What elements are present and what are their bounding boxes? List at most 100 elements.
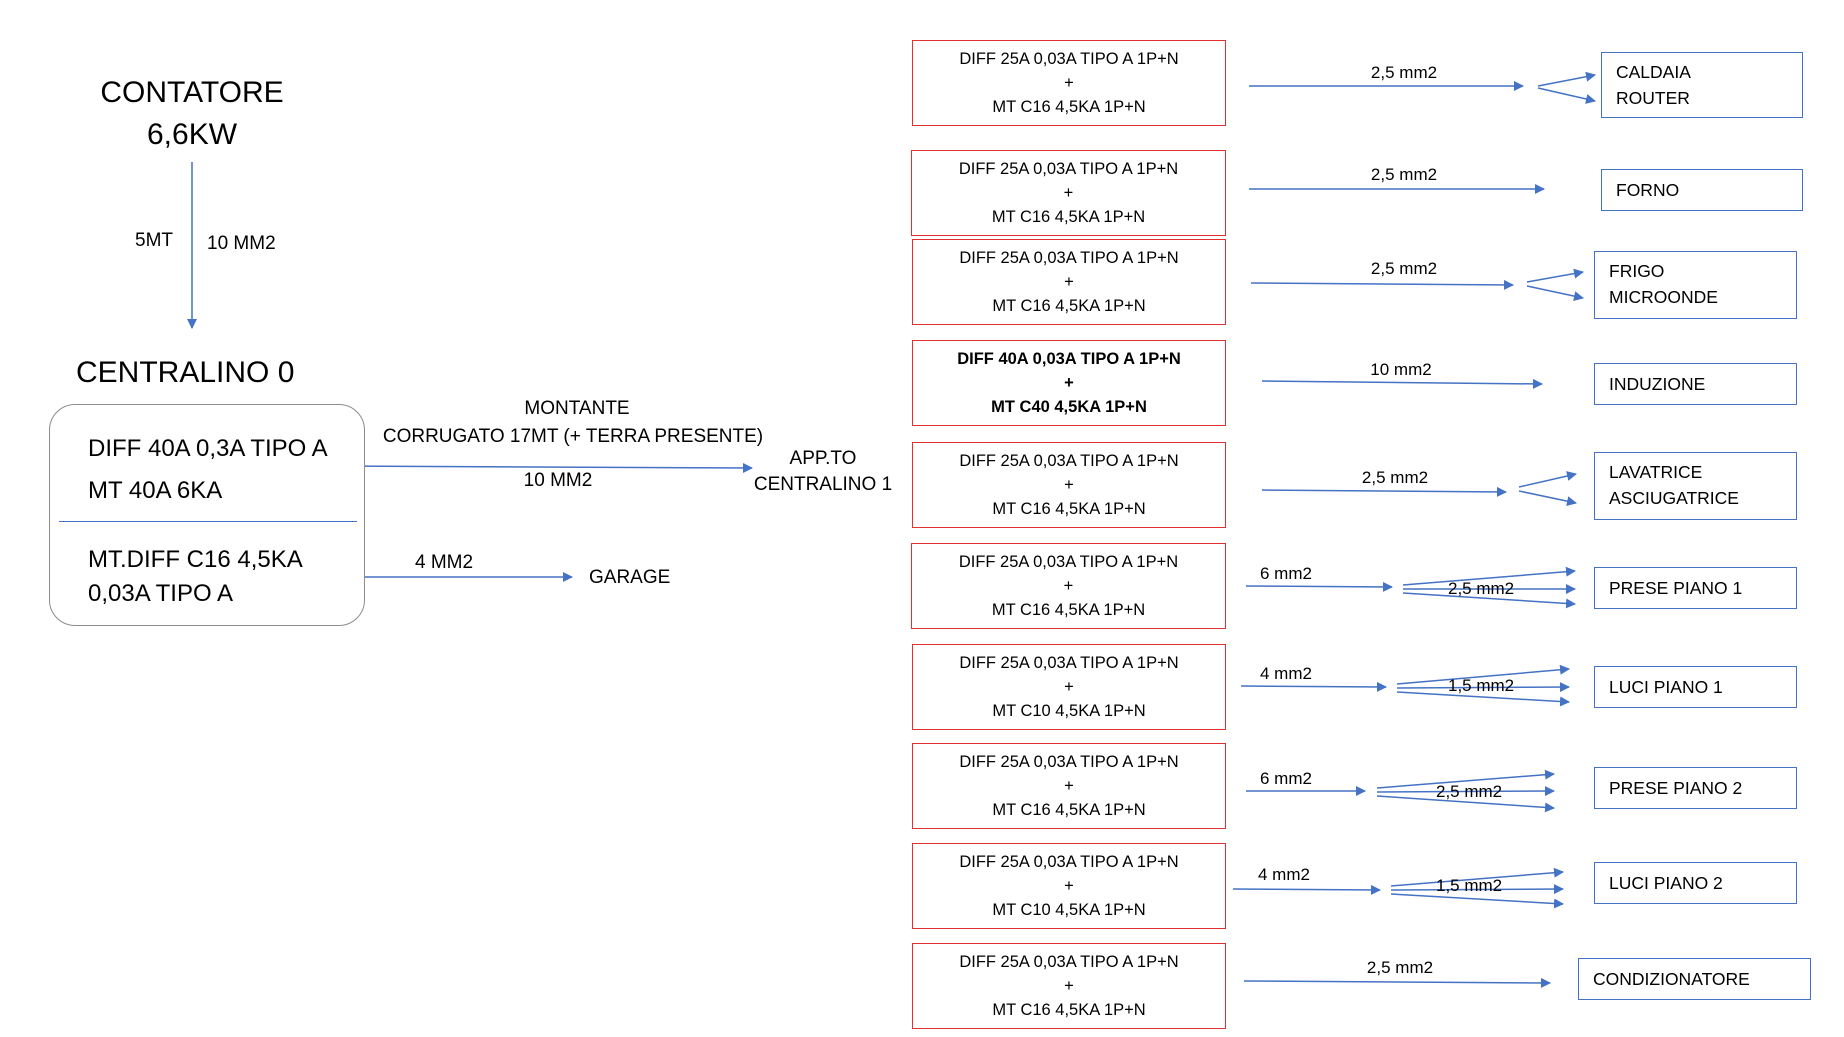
load-box-caldaia-router: CALDAIA ROUTER	[1601, 52, 1803, 118]
breaker-box-prese-piano-2: DIFF 25A 0,03A TIPO A 1P+N + MT C16 4,5K…	[912, 743, 1226, 829]
feeder-arrow	[1232, 884, 1381, 895]
feeder-arrow	[1245, 581, 1393, 592]
split-arrow	[1390, 893, 1564, 909]
panel0-box	[49, 404, 365, 626]
breaker-diff: DIFF 25A 0,03A TIPO A 1P+N	[958, 160, 1179, 178]
montante-arrow	[322, 462, 753, 473]
load-label: FRIGO	[1609, 261, 1665, 281]
feeder-arrow	[1250, 279, 1514, 290]
breaker-mt: MT C16 4,5KA 1P+N	[991, 208, 1146, 226]
load-label: LUCI PIANO 2	[1609, 873, 1723, 893]
breaker-mt: MT C16 4,5KA 1P+N	[991, 601, 1146, 619]
breaker-diff: DIFF 25A 0,03A TIPO A 1P+N	[959, 753, 1179, 771]
load-box-induzione: INDUZIONE	[1594, 363, 1797, 405]
load-label: PRESE PIANO 2	[1609, 778, 1743, 798]
breaker-diff: DIFF 25A 0,03A TIPO A 1P+N	[959, 853, 1179, 871]
breaker-box-luci-piano-1: DIFF 25A 0,03A TIPO A 1P+N + MT C10 4,5K…	[912, 644, 1226, 730]
cable-label: 2,5 mm2	[1370, 165, 1438, 184]
breaker-plus: +	[1064, 678, 1074, 696]
load-label: FORNO	[1616, 180, 1680, 200]
panel0-garage-breaker: MT.DIFF C16 4,5KA	[88, 546, 303, 573]
breaker-mt: MT C10 4,5KA 1P+N	[992, 702, 1146, 720]
breaker-mt: MT C40 4,5KA 1P+N	[991, 398, 1147, 416]
load-box-luci-piano-2: LUCI PIANO 2	[1594, 862, 1797, 904]
feeder-arrow	[1240, 681, 1387, 692]
split-arrow	[1518, 490, 1577, 507]
feed-section-label: 10 MM2	[207, 233, 276, 254]
feeder-arrow	[1261, 486, 1507, 497]
load-box-prese-piano-1: PRESE PIANO 1	[1594, 567, 1797, 609]
cable-label: 6 mm2	[1260, 564, 1312, 583]
load-box-forno: FORNO	[1601, 169, 1803, 211]
breaker-diff: DIFF 25A 0,03A TIPO A 1P+N	[959, 654, 1179, 672]
cable-label: 10 mm2	[1370, 360, 1432, 379]
panel0-title: CENTRALINO 0	[76, 356, 295, 389]
split-arrow	[1537, 87, 1596, 104]
cable-label: 2,5 mm2	[1370, 63, 1438, 82]
split-arrow	[1390, 867, 1564, 887]
sub-cable-label: 1,5 mm2	[1448, 676, 1515, 695]
breaker-plus: +	[1064, 273, 1074, 291]
split-arrow	[1376, 795, 1555, 813]
sub-cable-label: 1,5 mm2	[1436, 876, 1503, 895]
load-label: PRESE PIANO 1	[1609, 578, 1743, 598]
cable-label: 4 mm2	[1260, 664, 1312, 683]
split-arrow	[1526, 285, 1584, 302]
breaker-box-lavatrice: DIFF 25A 0,03A TIPO A 1P+N + MT C16 4,5K…	[912, 442, 1226, 528]
load-label: MICROONDE	[1609, 287, 1718, 307]
load-label: ROUTER	[1616, 88, 1690, 108]
load-box-prese-piano-2: PRESE PIANO 2	[1594, 767, 1797, 809]
breaker-plus: +	[1063, 577, 1074, 595]
montante-section: 10 MM2	[523, 470, 593, 491]
load-box-condizionatore: CONDIZIONATORE	[1578, 958, 1811, 1000]
load-label: ASCIUGATRICE	[1609, 488, 1739, 508]
breaker-plus: +	[1064, 74, 1074, 92]
centralino1-line1: APP.TO	[789, 448, 857, 469]
split-arrow	[1376, 786, 1555, 797]
split-arrow	[1390, 884, 1564, 895]
split-arrow	[1518, 471, 1577, 488]
breaker-mt: MT C16 4,5KA 1P+N	[992, 98, 1146, 116]
meter-power: 6,6KW	[146, 118, 238, 151]
breaker-plus: +	[1064, 877, 1074, 895]
centralino1-target: APP.TO CENTRALINO 1	[754, 446, 892, 498]
breaker-mt: MT C16 4,5KA 1P+N	[992, 801, 1146, 819]
breaker-box-luci-piano-2: DIFF 25A 0,03A TIPO A 1P+N + MT C10 4,5K…	[912, 843, 1226, 929]
load-box-frigo-microonde: FRIGO MICROONDE	[1594, 251, 1797, 319]
breaker-box-prese-piano-1: DIFF 25A 0,03A TIPO A 1P+N + MT C16 4,5K…	[911, 543, 1226, 629]
breaker-plus: +	[1064, 977, 1074, 995]
breaker-box-condizionatore: DIFF 25A 0,03A TIPO A 1P+N + MT C16 4,5K…	[912, 943, 1226, 1029]
load-label: INDUZIONE	[1609, 374, 1706, 394]
breaker-mt: MT C10 4,5KA 1P+N	[992, 901, 1146, 919]
breaker-mt: MT C16 4,5KA 1P+N	[992, 500, 1146, 518]
panel0-main-mt: MT 40A 6KA	[88, 477, 223, 504]
split-arrow	[1402, 566, 1576, 586]
split-arrow	[1402, 592, 1576, 609]
cable-label: 4 mm2	[1258, 865, 1310, 884]
panel0-main-diff: DIFF 40A 0,3A TIPO A	[88, 435, 328, 462]
feeder-arrow	[1261, 378, 1543, 389]
garage-section: 4 MM2	[415, 552, 474, 573]
split-arrow	[1376, 769, 1555, 789]
breaker-plus: +	[1064, 777, 1074, 795]
split-arrow	[1537, 71, 1596, 87]
load-box-lavatrice-asciugatrice: LAVATRICE ASCIUGATRICE	[1594, 452, 1797, 520]
cable-label: 2,5 mm2	[1366, 958, 1434, 977]
meter-label: CONTATORE	[100, 76, 284, 109]
garage-label: GARAGE	[589, 567, 671, 588]
sub-cable-label: 2,5 mm2	[1436, 782, 1503, 801]
breaker-box-caldaia: DIFF 25A 0,03A TIPO A 1P+N + MT C16 4,5K…	[912, 40, 1226, 126]
breaker-diff: DIFF 40A 0,03A TIPO A 1P+N	[957, 350, 1181, 368]
sub-cable-label: 2,5 mm2	[1448, 579, 1515, 598]
breaker-diff: DIFF 25A 0,03A TIPO A 1P+N	[959, 452, 1179, 470]
breaker-mt: MT C16 4,5KA 1P+N	[992, 1001, 1146, 1019]
cable-label: 2,5 mm2	[1361, 468, 1429, 487]
breaker-box-induzione: DIFF 40A 0,03A TIPO A 1P+N + MT C40 4,5K…	[912, 340, 1226, 426]
split-arrow	[1396, 664, 1570, 685]
montante-desc: CORRUGATO 17MT (+ TERRA PRESENTE)	[382, 426, 764, 447]
breaker-plus: +	[1064, 476, 1074, 494]
centralino1-line2: CENTRALINO 1	[753, 474, 893, 495]
split-arrow	[1396, 691, 1570, 707]
cable-label: 6 mm2	[1260, 769, 1312, 788]
breaker-diff: DIFF 25A 0,03A TIPO A 1P+N	[959, 50, 1179, 68]
